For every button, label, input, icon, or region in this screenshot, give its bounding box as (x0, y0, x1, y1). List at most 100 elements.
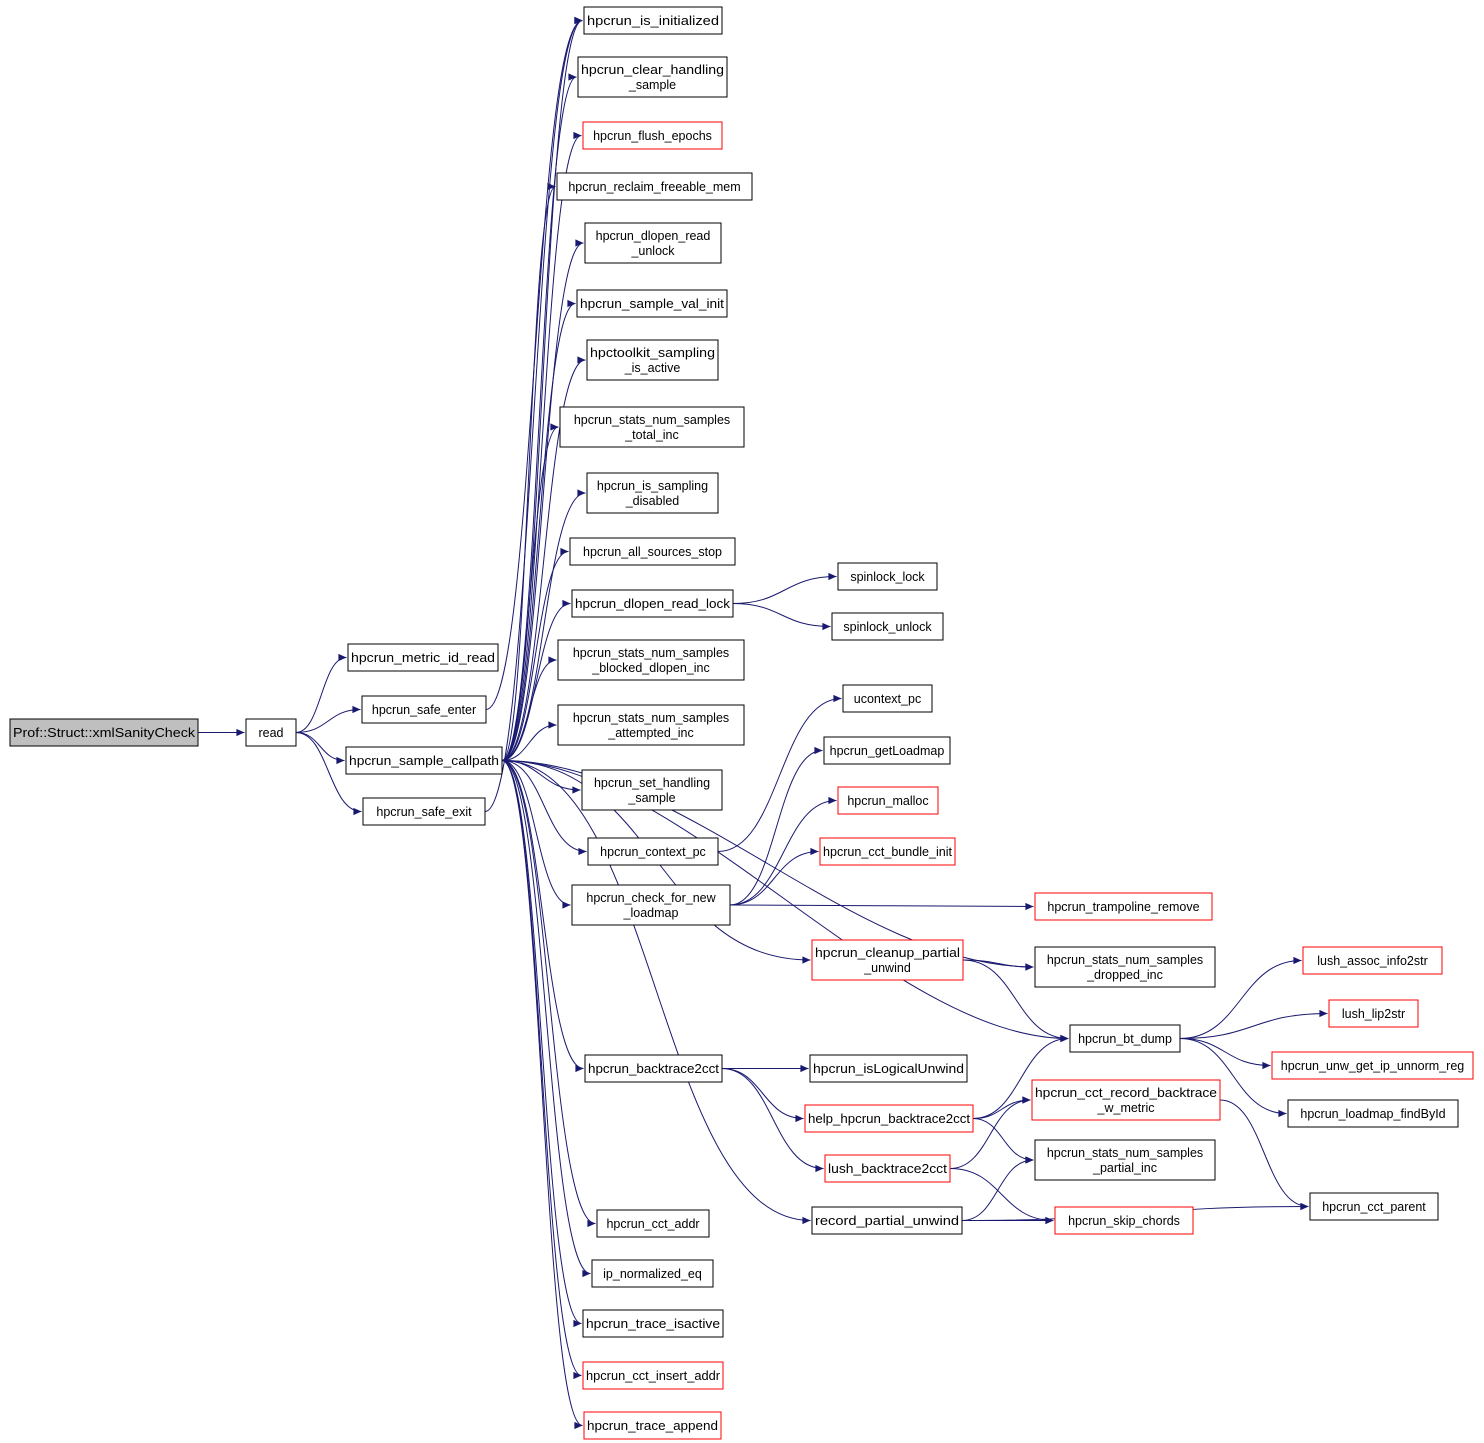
edge-read--sample_callpath (295, 732, 345, 765)
node-clear_handling_sample[interactable]: hpcrun_clear_handling_sample (577, 56, 728, 98)
edge-sample_callpath--trace_isactive (501, 760, 582, 1327)
node-label: hpcrun_trace_append (587, 1419, 718, 1433)
node-spinlock_unlock[interactable]: spinlock_unlock (831, 612, 944, 641)
edge-lush_backtrace2cct--cct_record_backtrace_w_metric (949, 1096, 1031, 1169)
node-box (586, 339, 719, 381)
node-trampoline_remove[interactable]: hpcrun_trampoline_remove (1034, 892, 1213, 921)
node-is_sampling_disabled[interactable]: hpcrun_is_sampling_disabled (586, 472, 719, 514)
edge-sample_callpath--cct_insert_addr (501, 760, 582, 1379)
node-bt_dump[interactable]: hpcrun_bt_dump (1069, 1024, 1181, 1053)
node-label: hpcrun_cct_insert_addr (586, 1369, 720, 1383)
node-dlopen_read_lock[interactable]: hpcrun_dlopen_read_lock (571, 589, 734, 618)
node-sampling_is_active[interactable]: hpctoolkit_sampling_is_active (586, 339, 719, 381)
node-unw_get_ip_unnorm_reg[interactable]: hpcrun_unw_get_ip_unnorm_reg (1271, 1051, 1474, 1080)
node-label: hpcrun_getLoadmap (830, 744, 945, 758)
node-label: hpcrun_unw_get_ip_unnorm_reg (1281, 1059, 1465, 1073)
node-check_for_new_loadmap[interactable]: hpcrun_check_for_new_loadmap (571, 884, 731, 926)
node-safe_exit[interactable]: hpcrun_safe_exit (362, 797, 486, 826)
node-stats_total_inc[interactable]: hpcrun_stats_num_samples_total_inc (559, 406, 745, 448)
node-read[interactable]: read (245, 718, 297, 747)
node-label: ucontext_pc (854, 692, 921, 706)
node-cct_record_backtrace_w_metric[interactable]: hpcrun_cct_record_backtrace_w_metric (1031, 1079, 1221, 1121)
edge-sample_callpath--backtrace2cct (501, 760, 584, 1073)
node-label: hpcrun_cct_bundle_init (823, 845, 953, 859)
node-set_handling_sample[interactable]: hpcrun_set_handling_sample (581, 769, 723, 811)
node-ucontext_pc[interactable]: ucontext_pc (842, 684, 933, 713)
node-getLoadmap[interactable]: hpcrun_getLoadmap (823, 736, 951, 765)
node-label: hpcrun_cct_record_backtrace_w_metric (1035, 1086, 1217, 1115)
node-stats_blocked_dlopen_inc[interactable]: hpcrun_stats_num_samples_blocked_dlopen_… (557, 639, 745, 681)
node-box (361, 695, 487, 724)
node-flush_epochs[interactable]: hpcrun_flush_epochs (582, 121, 723, 150)
node-label: hpcrun_reclaim_freeable_mem (568, 180, 740, 194)
node-stats_partial_inc[interactable]: hpcrun_stats_num_samples_partial_inc (1034, 1139, 1216, 1181)
edge-sample_callpath--trace_append (501, 760, 583, 1429)
node-label: hpcrun_backtrace2cct (588, 1062, 720, 1076)
edge-record_partial_unwind--stats_partial_inc (961, 1156, 1034, 1221)
node-box (587, 837, 719, 866)
node-box (809, 1054, 968, 1083)
node-stats_dropped_inc[interactable]: hpcrun_stats_num_samples_dropped_inc (1034, 946, 1216, 988)
edge-sample_callpath--context_pc (501, 760, 587, 856)
node-box (1271, 1051, 1474, 1080)
node-label: hpcrun_dlopen_read_lock (575, 597, 731, 611)
edge-read--safe_exit (295, 732, 362, 816)
node-label: hpcrun_stats_num_samples_attempted_inc (573, 711, 729, 740)
node-sample_val_init[interactable]: hpcrun_sample_val_init (576, 289, 728, 318)
node-lush_backtrace2cct[interactable]: lush_backtrace2cct (824, 1154, 951, 1183)
node-box (362, 797, 486, 826)
node-reclaim_freeable_mem[interactable]: hpcrun_reclaim_freeable_mem (556, 172, 753, 201)
node-cct_bundle_init[interactable]: hpcrun_cct_bundle_init (819, 837, 956, 866)
node-box (557, 704, 745, 746)
node-cct_addr[interactable]: hpcrun_cct_addr (596, 1209, 710, 1238)
node-label: hpcrun_skip_chords (1068, 1214, 1180, 1228)
edge-help_backtrace2cct--stats_partial_inc (972, 1118, 1034, 1164)
edge-help_backtrace2cct--bt_dump (972, 1034, 1069, 1119)
node-label: hpcrun_cleanup_partial_unwind (815, 946, 960, 975)
node-box (582, 1361, 724, 1390)
node-label: hpcrun_isLogicalUnwind (813, 1062, 964, 1076)
node-dlopen_read_unlock[interactable]: hpcrun_dlopen_read_unlock (584, 222, 722, 264)
edge-sample_callpath--all_sources_stop (501, 547, 569, 761)
node-metric_id_read[interactable]: hpcrun_metric_id_read (347, 643, 499, 672)
node-spinlock_lock[interactable]: spinlock_lock (837, 562, 938, 591)
node-skip_chords[interactable]: hpcrun_skip_chords (1054, 1206, 1194, 1235)
node-label: hpcrun_cct_parent (1322, 1200, 1426, 1214)
node-all_sources_stop[interactable]: hpcrun_all_sources_stop (569, 537, 736, 566)
node-is_initialized[interactable]: hpcrun_is_initialized (583, 6, 723, 35)
node-label: hpcrun_is_sampling_disabled (597, 479, 708, 508)
edge-sample_callpath--record_partial_unwind (501, 760, 811, 1225)
node-isLogicalUnwind[interactable]: hpcrun_isLogicalUnwind (809, 1054, 968, 1083)
node-malloc[interactable]: hpcrun_malloc (837, 786, 939, 815)
node-loadmap_findById[interactable]: hpcrun_loadmap_findById (1287, 1099, 1459, 1128)
node-trace_append[interactable]: hpcrun_trace_append (583, 1411, 722, 1440)
node-help_backtrace2cct[interactable]: help_hpcrun_backtrace2cct (804, 1104, 974, 1133)
node-box (571, 589, 734, 618)
node-box (811, 1206, 963, 1235)
node-box (571, 884, 731, 926)
edge-safe_exit--is_initialized (484, 17, 583, 812)
node-box (811, 939, 964, 981)
node-lush_lip2str[interactable]: lush_lip2str (1328, 999, 1419, 1028)
node-box (831, 612, 944, 641)
node-box (577, 56, 728, 98)
node-cct_parent[interactable]: hpcrun_cct_parent (1309, 1192, 1439, 1221)
node-label: hpcrun_is_initialized (587, 14, 719, 28)
node-ip_normalized_eq[interactable]: ip_normalized_eq (591, 1259, 714, 1288)
node-sample_callpath[interactable]: hpcrun_sample_callpath (345, 746, 503, 775)
node-record_partial_unwind[interactable]: record_partial_unwind (811, 1206, 963, 1235)
node-trace_isactive[interactable]: hpcrun_trace_isactive (582, 1309, 724, 1338)
node-backtrace2cct[interactable]: hpcrun_backtrace2cct (584, 1054, 723, 1083)
node-box (584, 1054, 723, 1083)
node-cct_insert_addr[interactable]: hpcrun_cct_insert_addr (582, 1361, 724, 1390)
node-label: hpcrun_trace_isactive (586, 1317, 720, 1331)
node-safe_enter[interactable]: hpcrun_safe_enter (361, 695, 487, 724)
node-label: hpcrun_stats_num_samples_blocked_dlopen_… (573, 646, 729, 675)
node-label: help_hpcrun_backtrace2cct (808, 1112, 971, 1126)
node-lush_assoc_info2str[interactable]: lush_assoc_info2str (1302, 946, 1443, 975)
node-stats_attempted_inc[interactable]: hpcrun_stats_num_samples_attempted_inc (557, 704, 745, 746)
node-cleanup_partial_unwind[interactable]: hpcrun_cleanup_partial_unwind (811, 939, 964, 981)
node-box (245, 718, 297, 747)
node-context_pc[interactable]: hpcrun_context_pc (587, 837, 719, 866)
node-label: spinlock_lock (850, 570, 925, 584)
